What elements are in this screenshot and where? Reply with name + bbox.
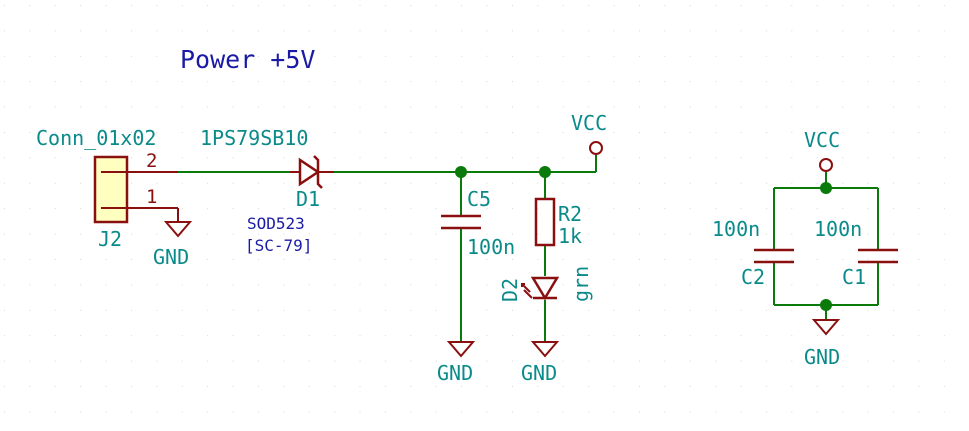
vcc-label-decoupling: VCC <box>804 128 840 152</box>
c1-value: 100n <box>814 217 862 241</box>
gnd-label-decoupling: GND <box>804 345 840 369</box>
junction-dot <box>820 299 832 311</box>
d1-value: 1PS79SB10 <box>200 126 308 150</box>
gnd-symbol-d2: GND <box>521 341 560 385</box>
d2-value: grn <box>569 266 593 302</box>
d1-package-alt: [SC-79] <box>245 236 312 255</box>
d1-ref: D1 <box>296 187 320 211</box>
sheet-title: Power +5V <box>180 45 315 74</box>
j2-ref: J2 <box>98 227 122 251</box>
resistor-r2[interactable]: R2 1k <box>534 197 582 248</box>
junction-dot <box>455 166 467 178</box>
gnd-symbol-decoupling: GND <box>804 319 841 369</box>
c2-ref: C2 <box>741 265 765 289</box>
r2-value: 1k <box>558 224 582 248</box>
gnd-symbol-j2: GND <box>153 208 193 269</box>
r2-ref: R2 <box>558 202 582 226</box>
gnd-symbol-c5: GND <box>437 341 476 385</box>
j2-pin2-number: 2 <box>146 150 157 172</box>
vcc-label-main: VCC <box>571 111 607 135</box>
vcc-symbol-main: VCC <box>571 111 607 155</box>
gnd-label-j2: GND <box>153 245 189 269</box>
c5-value: 100n <box>467 235 515 259</box>
led-d2[interactable]: D2 grn <box>498 266 593 302</box>
capacitor-c1[interactable]: 100n C1 <box>814 217 898 289</box>
connector-j2[interactable]: Conn_01x02 J2 2 1 <box>36 126 178 251</box>
c5-ref: C5 <box>467 187 491 211</box>
gnd-label-c5: GND <box>437 361 473 385</box>
junction-dot <box>820 182 832 194</box>
connector-body <box>93 155 129 224</box>
j2-pin1-number: 1 <box>146 186 157 208</box>
capacitor-c2[interactable]: 100n C2 <box>712 217 794 289</box>
d2-ref: D2 <box>498 278 522 302</box>
vcc-symbol-decoupling: VCC <box>804 128 840 172</box>
diode-d1[interactable]: 1PS79SB10 D1 SOD523 [SC-79] <box>200 126 334 255</box>
d1-package: SOD523 <box>247 214 305 233</box>
j2-value: Conn_01x02 <box>36 126 156 150</box>
c2-value: 100n <box>712 217 760 241</box>
junction-dot <box>539 166 551 178</box>
gnd-label-d2: GND <box>521 361 557 385</box>
capacitor-c5[interactable]: C5 100n <box>441 187 515 259</box>
c1-ref: C1 <box>842 265 866 289</box>
